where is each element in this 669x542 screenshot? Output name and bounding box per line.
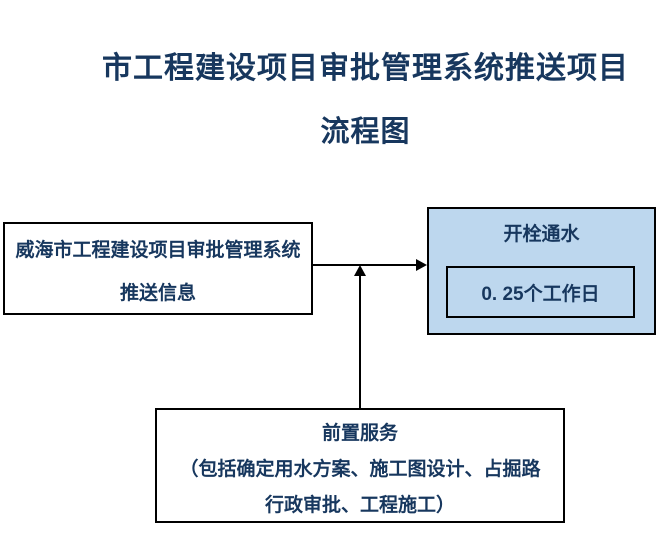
water-connection-title: 开栓通水 bbox=[503, 224, 580, 245]
page-title-line2: 流程图 bbox=[320, 116, 411, 148]
source-system-box-line2: 推送信息 bbox=[119, 283, 196, 304]
source-system-box-line1: 威海市工程建设项目审批管理系统 bbox=[15, 240, 301, 261]
page-title: 市工程建设项目审批管理系统推送项目 流程图 bbox=[62, 48, 669, 153]
pre-service-box: 前置服务 （包括确定用水方案、施工图设计、占掘路 行政审批、工程施工） bbox=[155, 408, 565, 523]
arrow-right-icon bbox=[416, 259, 427, 271]
page-title-line1: 市工程建设项目审批管理系统推送项目 bbox=[102, 52, 629, 85]
connector-vertical bbox=[359, 275, 361, 408]
pre-service-line3: 行政审批、工程施工） bbox=[264, 495, 455, 516]
water-connection-box: 开栓通水 0. 25个工作日 bbox=[427, 207, 656, 335]
arrow-up-icon bbox=[354, 265, 366, 276]
pre-service-line2: （包括确定用水方案、施工图设计、占掘路 bbox=[179, 459, 541, 480]
source-system-box: 威海市工程建设项目审批管理系统 推送信息 bbox=[3, 222, 313, 315]
duration-box: 0. 25个工作日 bbox=[446, 266, 635, 318]
duration-value: 0. 25个工作日 bbox=[481, 283, 600, 305]
pre-service-line1: 前置服务 bbox=[321, 423, 398, 444]
